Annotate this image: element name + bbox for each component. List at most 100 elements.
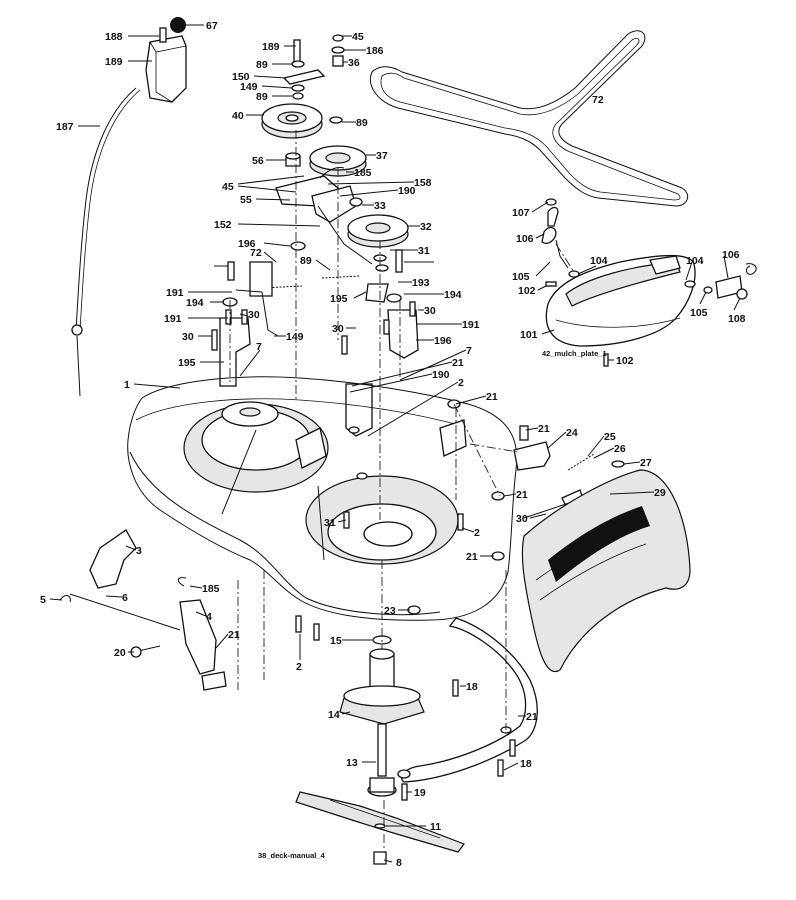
callout-102: 102 bbox=[616, 355, 634, 367]
callout-89: 89 bbox=[356, 117, 368, 129]
callout-2: 2 bbox=[296, 661, 302, 673]
callout-13: 13 bbox=[346, 757, 358, 769]
callout-191: 194 bbox=[444, 289, 462, 301]
callout-193: 195 bbox=[330, 293, 348, 305]
callout-56: 56 bbox=[252, 155, 264, 167]
callout-122: 149 bbox=[286, 331, 304, 343]
callout-30: 30 bbox=[424, 305, 436, 317]
callout-103: 104 bbox=[590, 255, 608, 267]
callout-4: 4 bbox=[206, 611, 212, 623]
callout-27: 29 bbox=[654, 487, 666, 499]
drive-belt bbox=[370, 30, 689, 207]
callout-188: 190 bbox=[398, 185, 416, 197]
callout-101: 101 bbox=[520, 329, 538, 341]
callout-106: 107 bbox=[512, 207, 530, 219]
callout-15: 15 bbox=[330, 635, 342, 647]
callout-195: 196 bbox=[238, 238, 256, 250]
callout-186: 189 bbox=[262, 41, 280, 53]
callout-106: 108 bbox=[728, 313, 746, 325]
callout-45: 45 bbox=[222, 181, 234, 193]
callout-18: 19 bbox=[414, 787, 426, 799]
callout-190: 193 bbox=[412, 277, 430, 289]
center-pulley-stack bbox=[309, 34, 367, 177]
callout-144: 158 bbox=[414, 177, 432, 189]
callout-21: 21 bbox=[538, 423, 550, 435]
callout-104: 105 bbox=[512, 271, 530, 283]
callout-1: 1 bbox=[124, 379, 130, 391]
mower-deck bbox=[127, 376, 518, 621]
discharge-chute bbox=[513, 425, 691, 673]
callout-150: 186 bbox=[366, 45, 384, 57]
callout-103: 104 bbox=[686, 255, 704, 267]
callout-191: 194 bbox=[186, 297, 204, 309]
spring-linkage bbox=[222, 241, 402, 337]
callout-2: 2 bbox=[458, 377, 464, 389]
callout-30: 30 bbox=[182, 331, 194, 343]
callout-89: 89 bbox=[256, 59, 268, 71]
callout-107: 149 bbox=[240, 81, 258, 93]
callout-21: 21 bbox=[466, 551, 478, 563]
callout-37: 40 bbox=[232, 110, 244, 122]
front-hitch bbox=[59, 529, 227, 691]
callout-31: 31 bbox=[418, 245, 430, 257]
callout-21: 23 bbox=[384, 605, 396, 617]
callout-105: 106 bbox=[516, 233, 534, 245]
callout-6: 6 bbox=[122, 592, 128, 604]
mulch-plate-inset bbox=[541, 198, 757, 367]
figure-caption: 38_deck-manual_4 bbox=[258, 851, 326, 860]
inset-caption: 42_mulch_plate_1 bbox=[542, 349, 607, 358]
callout-123: 152 bbox=[214, 219, 232, 231]
callout-72: 72 bbox=[250, 247, 262, 259]
callout-36: 37 bbox=[376, 150, 388, 162]
callout-30: 30 bbox=[332, 323, 344, 335]
callout-89: 89 bbox=[256, 91, 268, 103]
callout-148: 185 bbox=[354, 167, 372, 179]
callout-18: 18 bbox=[520, 758, 532, 770]
callout-102: 102 bbox=[518, 285, 536, 297]
part-number-callouts: 188 189 67 187 189 89 150 149 89 40 56 4… bbox=[40, 20, 746, 869]
callout-29: 30 bbox=[516, 513, 528, 525]
callout-68: 72 bbox=[592, 94, 604, 106]
callout-3: 3 bbox=[136, 545, 142, 557]
callout-32: 32 bbox=[420, 221, 432, 233]
callout-21: 21 bbox=[516, 489, 528, 501]
callout-26: 27 bbox=[640, 457, 652, 469]
left-pulley-stack bbox=[261, 39, 326, 167]
callout-189: 191 bbox=[164, 313, 182, 325]
callout-33: 33 bbox=[374, 200, 386, 212]
callout-187: 190 bbox=[432, 369, 450, 381]
hardware-fasteners bbox=[295, 399, 516, 801]
callout-18: 18 bbox=[466, 681, 478, 693]
callout-20: 21 bbox=[526, 711, 538, 723]
drawing-layer bbox=[49, 17, 757, 865]
callout-7: 7 bbox=[256, 341, 262, 353]
callout-14: 14 bbox=[328, 709, 340, 721]
callout-104: 105 bbox=[690, 307, 708, 319]
callout-72: 89 bbox=[300, 255, 312, 267]
callout-25: 26 bbox=[614, 443, 626, 455]
callout-30: 30 bbox=[248, 309, 260, 321]
callout-67: 67 bbox=[206, 20, 218, 32]
callout-55: 55 bbox=[240, 194, 252, 206]
callout-5: 5 bbox=[40, 594, 46, 606]
callout-24: 25 bbox=[604, 431, 616, 443]
callout-194: 196 bbox=[434, 335, 452, 347]
callout-7: 7 bbox=[466, 345, 472, 357]
leader-lines bbox=[49, 24, 741, 863]
idler-arm-bracket bbox=[275, 167, 373, 265]
callout-19: 20 bbox=[114, 647, 126, 659]
deck-baffle bbox=[397, 617, 538, 783]
callout-108: 150 bbox=[232, 71, 250, 83]
callout-11: 11 bbox=[430, 821, 441, 833]
callout-105: 106 bbox=[722, 249, 740, 261]
callout-158: 188 bbox=[105, 31, 123, 43]
callout-30: 31 bbox=[324, 517, 336, 529]
callout-194: 195 bbox=[178, 357, 196, 369]
left-deck-bracket bbox=[211, 261, 251, 387]
callout-21: 21 bbox=[452, 357, 464, 369]
callout-8: 8 bbox=[396, 857, 402, 869]
callout-21: 21 bbox=[228, 629, 240, 641]
assembly-centerlines bbox=[229, 130, 575, 852]
callout-2: 2 bbox=[474, 527, 480, 539]
